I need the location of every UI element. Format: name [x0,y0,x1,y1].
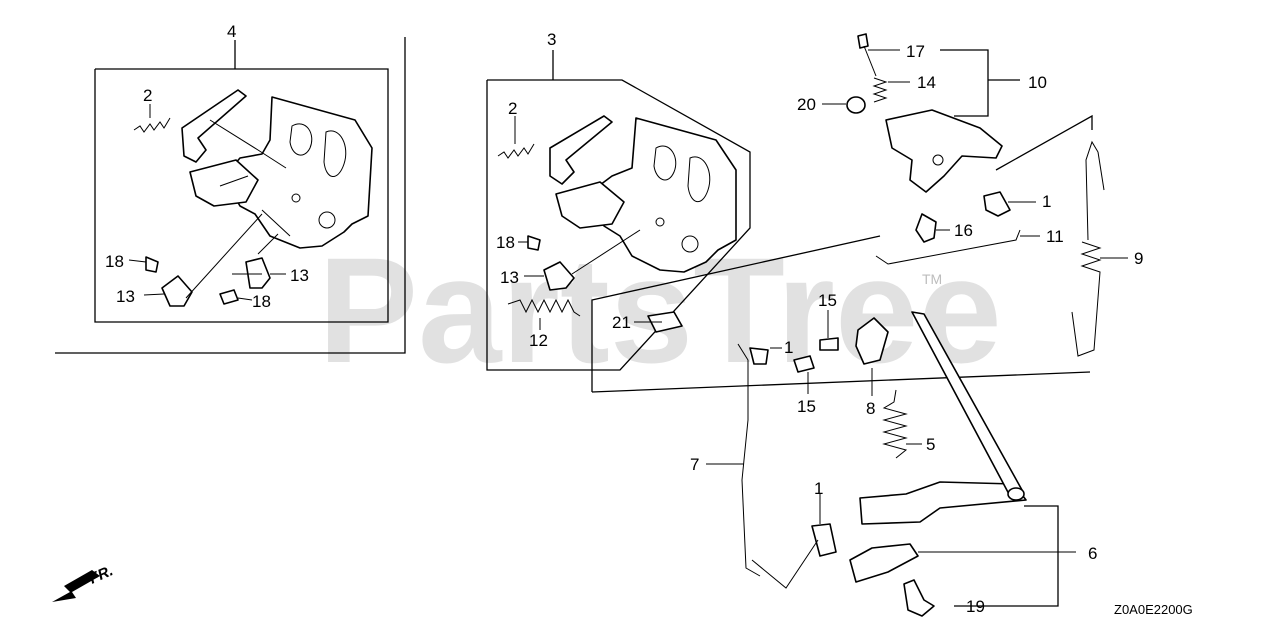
callout-5: 5 [926,435,935,454]
control-plate-3 [595,117,737,273]
governor-assembly-group [591,235,1091,617]
clip-1-a [749,347,769,365]
bolt-15-b [793,355,815,373]
bolt-15-a [819,337,839,351]
watermark-trademark: TM [922,271,942,287]
bolt-18-c [527,235,541,251]
callout-13-right: 13 [290,266,309,285]
callout-10: 10 [1028,73,1047,92]
callout-1-middle: 1 [784,338,793,357]
callout-4: 4 [227,22,236,41]
callout-15-upper: 15 [818,291,837,310]
callout-20: 20 [797,95,816,114]
bolt-16 [915,213,937,243]
callout-13-center: 13 [500,268,519,287]
front-direction-arrow-icon [52,570,100,602]
callout-9: 9 [1134,249,1143,268]
callout-18-lower: 18 [252,292,271,311]
callout-18-center: 18 [496,233,515,252]
callout-2-left: 2 [143,86,152,105]
callout-1-lower: 1 [814,479,823,498]
bracket-10 [885,109,1003,193]
arm-plate-7 [849,543,919,583]
upper-right-group [846,33,1105,357]
assembly-3-group [486,50,751,371]
bolt-18-a [145,256,159,273]
callout-leaders [128,49,1128,553]
bolt-17 [857,33,869,49]
diagram-code: Z0A0E2200G [1114,602,1193,617]
callout-16: 16 [954,221,973,240]
callout-3: 3 [547,30,556,49]
callout-11: 11 [1046,227,1064,246]
callout-13-left: 13 [116,287,135,306]
callout-7: 6 [1088,544,1097,563]
callout-19: 19 [966,597,985,616]
callout-8: 7 [690,455,699,474]
bolt-19 [903,579,935,617]
clip-1-c [983,191,1011,217]
callout-12: 12 [529,331,548,350]
clip-13-c [543,261,575,291]
callout-1-upper: 1 [1042,192,1051,211]
direction-label: FR. [87,562,116,587]
clip-13-b [245,257,271,289]
callout-18-left: 18 [105,252,124,271]
clip-1-b [811,523,837,557]
callout-14: 14 [917,73,936,92]
clip-13-a [161,275,193,307]
assembly-4-group [55,37,406,354]
nut-20 [846,96,866,114]
block-21 [647,311,683,333]
callout-labels: 4 2 18 13 13 18 3 2 18 13 12 21 17 14 10… [105,22,1143,616]
lever-base-4 [189,159,259,207]
control-plate-4 [227,96,373,249]
bracket-6 [855,317,889,365]
bolt-18-b [219,289,239,305]
governor-arm-7 [859,481,1027,525]
throttle-lever-3 [549,115,613,185]
callout-17: 17 [906,42,925,61]
callout-6: 8 [866,399,875,418]
lever-base-3 [555,181,625,229]
callout-21: 21 [612,313,631,332]
callout-15-lower: 15 [797,397,816,416]
callout-2-center: 2 [508,99,517,118]
throttle-lever-4 [181,89,247,163]
